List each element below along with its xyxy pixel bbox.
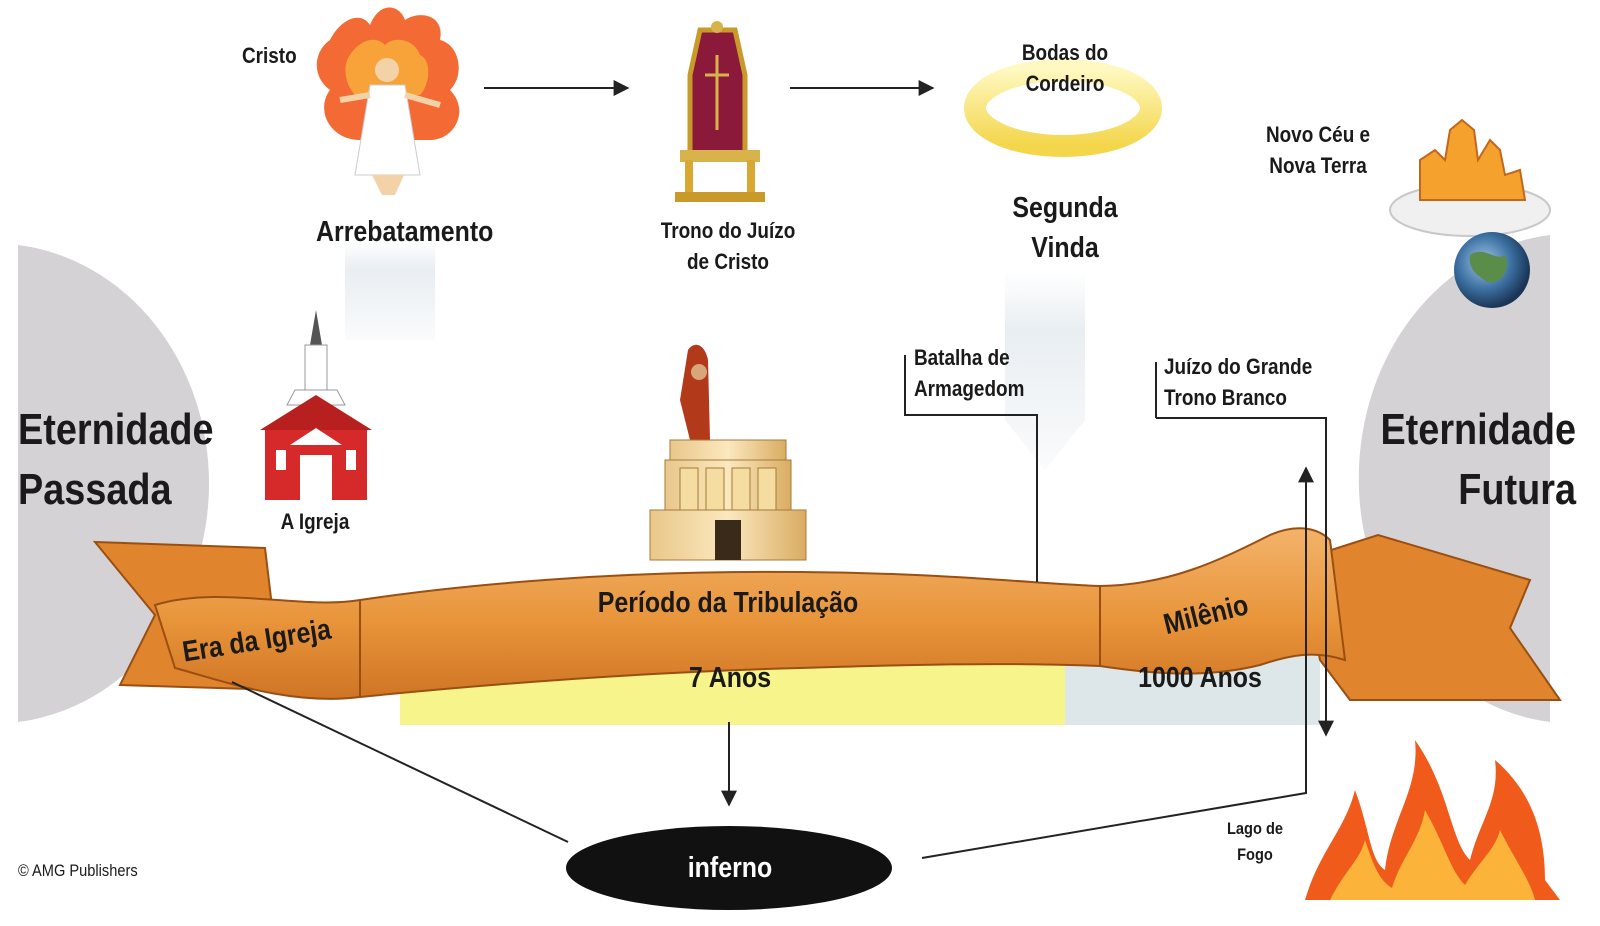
label-thousand-years: 1000 Anos: [1138, 662, 1262, 694]
temple-illustration: [649, 344, 807, 561]
label-lake-line1: Lago de: [1226, 819, 1284, 838]
label-eternity-past-line1: Eternidade: [18, 405, 214, 454]
line-church-age-to-inferno: [231, 681, 569, 843]
label-armageddon-line2: Armagedom: [914, 376, 1025, 401]
label-throne-line1: Trono do Juízo: [660, 218, 796, 243]
copyright-text: © AMG Publishers: [18, 861, 138, 880]
label-eternity-future-line1: Eternidade: [1380, 405, 1576, 454]
lake-of-fire-illustration: [1305, 740, 1560, 900]
label-new-heaven-line2: Nova Terra: [1269, 153, 1367, 178]
ribbon-body: [153, 527, 1347, 700]
label-judgment-line2: Trono Branco: [1164, 385, 1287, 410]
line-judgment-to-lake: [1156, 417, 1334, 737]
label-eternity-past-line2: Passada: [18, 465, 172, 514]
line-inferno-to-judgment: [921, 466, 1314, 859]
christ-figure: [316, 7, 460, 195]
label-rapture: Arrebatamento: [316, 216, 494, 248]
label-seven-years: 7 Anos: [688, 662, 772, 694]
church-illustration: [260, 310, 372, 500]
label-eternity-future-line2: Futura: [1458, 465, 1576, 514]
label-tribulation: Período da Tribulação: [597, 587, 859, 619]
label-inferno: inferno: [687, 852, 773, 884]
label-second-coming-line2: Vinda: [1031, 232, 1099, 264]
new-earth-illustration: [1389, 118, 1551, 308]
label-new-heaven-line1: Novo Céu e: [1265, 122, 1371, 147]
rapture-beam: [345, 240, 435, 340]
line-armageddon: [904, 355, 1038, 582]
label-lake-line2: Fogo: [1237, 845, 1273, 864]
label-church: A Igreja: [280, 509, 350, 534]
throne-illustration: [675, 21, 765, 202]
inferno-ellipse: [566, 826, 892, 910]
label-armageddon-line1: Batalha de: [914, 345, 1010, 370]
wedding-ring: [964, 59, 1162, 157]
label-wedding-line2: Cordeiro: [1025, 71, 1105, 96]
label-wedding-line1: Bodas do: [1021, 40, 1109, 65]
label-throne-line2: de Cristo: [686, 249, 769, 274]
label-christ: Cristo: [242, 43, 297, 68]
label-second-coming-line1: Segunda: [1012, 192, 1118, 224]
second-coming-beam: [1005, 270, 1085, 470]
label-judgment-line1: Juízo do Grande: [1164, 354, 1313, 379]
